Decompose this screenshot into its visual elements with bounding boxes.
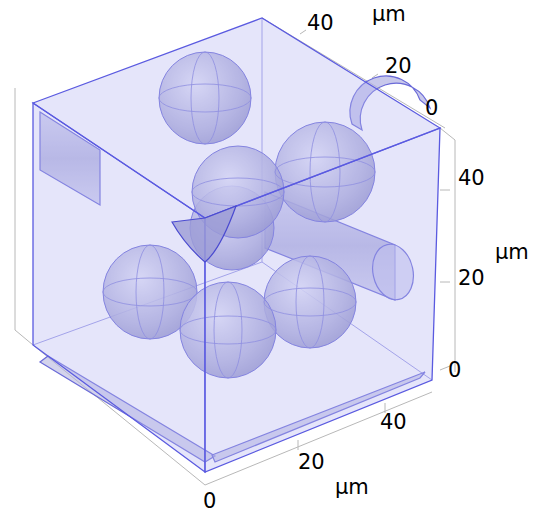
axis-tick-label: μm (372, 4, 406, 25)
axis-tick-label: 0 (203, 491, 216, 512)
axis-tick-label: μm (495, 242, 529, 263)
axis-tick-label: 40 (380, 412, 407, 433)
axis-tick-label: 0 (425, 98, 438, 119)
axis-tick-label: 40 (458, 168, 485, 189)
axis-tick-label: μm (335, 477, 369, 498)
axis-tick-label: 20 (385, 56, 412, 77)
axis-tick-label: 40 (307, 13, 334, 34)
axis-tick-label: 20 (458, 268, 485, 289)
axis-tick-label: 20 (298, 452, 325, 473)
axis-tick-label: 0 (448, 360, 461, 381)
